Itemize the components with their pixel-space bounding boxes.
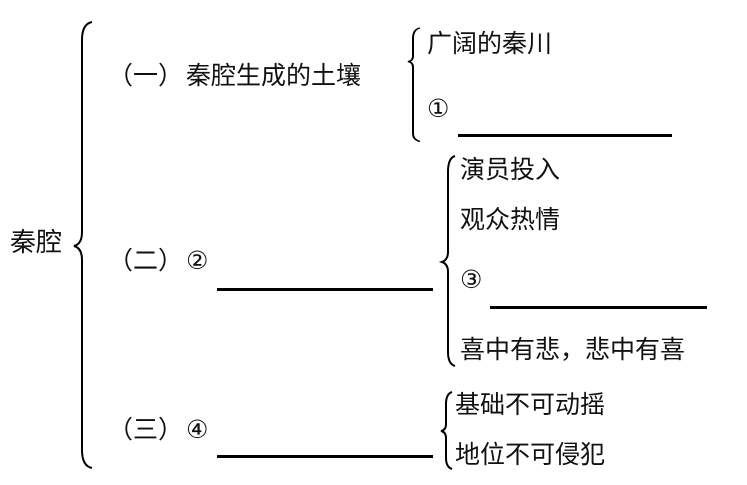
root-brace xyxy=(73,21,93,469)
section1-blank-marker: ① xyxy=(427,94,450,123)
section2-brace xyxy=(438,155,456,367)
section1-brace xyxy=(407,27,421,143)
section3-brace xyxy=(440,391,453,470)
section2-item: 喜中有悲，悲中有喜 xyxy=(460,335,686,364)
section1-label: （一） xyxy=(108,61,184,90)
section3-item: 地位不可侵犯 xyxy=(455,440,606,469)
blank-line-1 xyxy=(458,134,672,137)
root-label: 秦腔 xyxy=(10,228,63,258)
section2-blank-marker-3: ③ xyxy=(460,265,483,294)
blank-line-3 xyxy=(490,306,707,309)
blank-line-4 xyxy=(217,455,433,458)
section3-label: （三） xyxy=(108,415,184,444)
section2-blank-marker: ② xyxy=(186,246,209,275)
section2-item: 演员投入 xyxy=(460,155,561,184)
section3-blank-marker: ④ xyxy=(186,415,209,444)
blank-line-2 xyxy=(217,288,433,291)
section1-title: 秦腔生成的土壤 xyxy=(186,61,362,90)
section2-item: 观众热情 xyxy=(460,205,561,234)
section3-item: 基础不可动摇 xyxy=(455,390,606,419)
section2-label: （二） xyxy=(108,246,184,275)
section1-item: 广阔的秦川 xyxy=(427,29,553,58)
